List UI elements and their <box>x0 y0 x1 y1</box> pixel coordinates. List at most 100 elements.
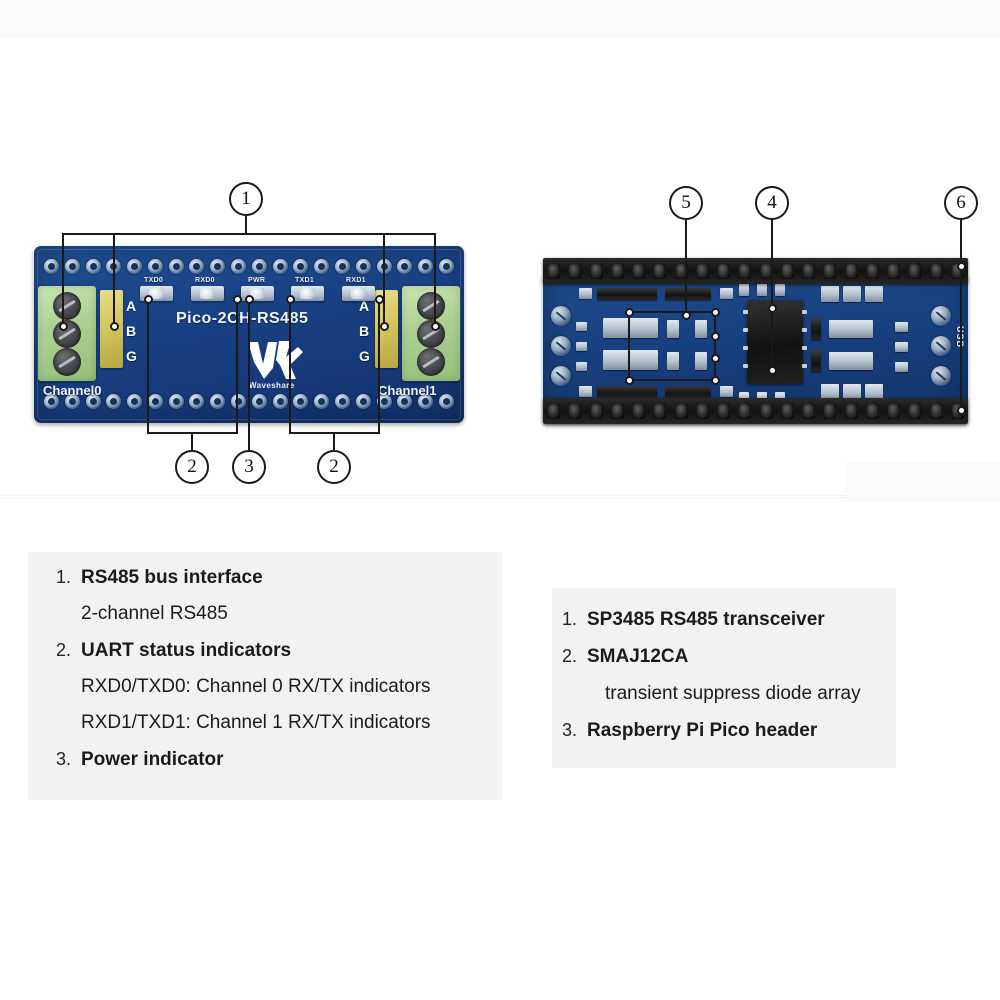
header-hole <box>823 263 837 279</box>
header-pad <box>147 259 163 274</box>
callout-marker-2-left: 2 <box>175 450 209 484</box>
callout-marker-1: 1 <box>229 182 263 216</box>
smd-component <box>811 318 821 340</box>
channel0-pin-b-label: B <box>126 323 137 339</box>
callout-1-drop-d <box>434 233 436 328</box>
header-hole <box>695 403 709 419</box>
callout-5-web-point-tl <box>625 308 634 317</box>
callout-number: 2 <box>187 456 197 477</box>
led-label-rxd1: RXD1 <box>346 277 366 284</box>
legend-item-number: 1. <box>56 567 72 587</box>
callout-5-stem <box>685 220 687 315</box>
legend-right: 1. SP3485 RS485 transceiver 2. SMAJ12CA … <box>562 606 902 740</box>
legend-item-text: transient suppress diode array <box>605 683 861 704</box>
channel1-pin-a-label: A <box>359 298 370 314</box>
smd-component <box>579 288 592 299</box>
callout-5-web-point-m2 <box>711 354 720 363</box>
mounting-via <box>931 336 951 356</box>
callout-2-left-stem <box>191 432 193 450</box>
divider-mid-right <box>1 497 847 498</box>
divider-mid <box>0 495 846 496</box>
smd-component <box>597 288 657 300</box>
legend-item: 3. Power indicator <box>56 750 506 769</box>
callout-5-web-left <box>628 311 630 379</box>
channel0-screw-a <box>53 292 81 320</box>
header-pad <box>293 259 309 274</box>
callout-6-point-a <box>957 262 966 271</box>
smd-component <box>576 342 587 351</box>
header-pad <box>168 394 184 409</box>
smd-component <box>695 320 707 338</box>
smd-component <box>775 284 785 296</box>
header-hole <box>695 263 709 279</box>
header-hole <box>759 263 773 279</box>
callout-marker-2-right: 2 <box>317 450 351 484</box>
callout-marker-4: 4 <box>755 186 789 220</box>
callout-2-left-riser-b <box>236 408 238 432</box>
header-pad <box>231 259 247 274</box>
header-pad <box>293 394 309 409</box>
header-hole <box>610 403 624 419</box>
header-pad <box>44 394 59 409</box>
header-pad <box>418 394 434 409</box>
header-pad <box>334 259 350 274</box>
smd-component <box>739 284 749 296</box>
header-hole <box>865 403 879 419</box>
header-pad <box>210 394 226 409</box>
header-pad <box>334 394 350 409</box>
callout-number: 2 <box>329 456 339 477</box>
smd-component <box>865 384 883 400</box>
smd-component <box>821 384 839 400</box>
led-label-rxd0: RXD0 <box>195 277 215 284</box>
legend-item: 1. RS485 bus interface <box>56 568 506 587</box>
header-hole <box>568 403 582 419</box>
led-rxd1 <box>342 286 375 301</box>
callout-1-point-a <box>59 322 68 331</box>
header-pad <box>397 259 413 274</box>
smd-component <box>576 322 587 331</box>
legend-item-text: UART status indicators <box>81 640 292 661</box>
smd-component <box>667 352 679 370</box>
callout-2-left-point-b <box>233 295 242 304</box>
mounting-via <box>551 366 571 386</box>
channel0-pin-a-label: A <box>126 298 137 314</box>
top-header-pads <box>44 259 454 274</box>
legend-item-number: 2. <box>562 646 578 666</box>
legend-item-text: Power indicator <box>81 749 224 770</box>
header-hole <box>653 263 667 279</box>
legend-item-number: 2. <box>56 640 72 660</box>
smd-component <box>865 286 883 302</box>
bg-band-right <box>846 462 1000 502</box>
callout-2-right-riser-b <box>378 408 380 432</box>
header-pad <box>376 394 392 409</box>
header-pad <box>85 259 101 274</box>
legend-item-text: SMAJ12CA <box>587 646 689 667</box>
smd-component <box>829 320 873 338</box>
header-hole <box>929 263 943 279</box>
header-pad <box>438 394 454 409</box>
callout-2-right-point-b <box>375 295 384 304</box>
header-hole <box>908 263 922 279</box>
callout-1-drop-b <box>113 233 115 328</box>
callout-1-point-b <box>110 322 119 331</box>
smd-component <box>720 386 733 397</box>
smd-component <box>821 286 839 302</box>
callout-2-right-led-line-b <box>378 300 380 408</box>
smd-component <box>895 342 908 352</box>
channel0-label: Channel0 <box>43 383 102 398</box>
callout-number: 6 <box>956 192 966 213</box>
callout-number: 4 <box>767 192 777 213</box>
header-hole <box>738 263 752 279</box>
header-hole <box>547 263 561 279</box>
header-pad <box>189 394 205 409</box>
header-pad <box>127 259 143 274</box>
legend-item: 2. UART status indicators <box>56 641 506 660</box>
legend-item-text: RXD1/TXD1: Channel 1 RX/TX indicators <box>81 712 431 733</box>
led-label-txd0: TXD0 <box>144 277 164 284</box>
callout-2-right-riser-a <box>289 408 291 432</box>
board-silkscreen-title: Pico-2CH-RS485 <box>176 310 309 327</box>
channel0-screw-g <box>53 348 81 376</box>
callout-marker-3: 3 <box>232 450 266 484</box>
callout-2-left-point-a <box>144 295 153 304</box>
callout-1-point-c <box>380 322 389 331</box>
